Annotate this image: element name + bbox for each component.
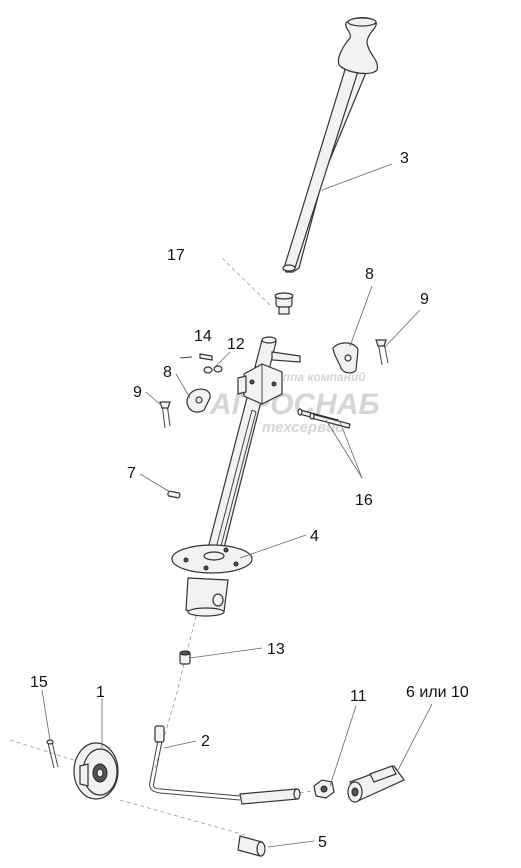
callout-16: 16 [355,492,373,509]
part-3-lever [282,17,379,273]
callout-3: 3 [400,150,409,167]
part-17-bushing [274,292,294,315]
part-15-pin [46,739,59,769]
part-4-column-assembly [171,336,301,617]
part-5-end-cap [237,835,266,857]
watermark: Группа компаний АГРОСНАБ техсервис [209,370,380,436]
callout-8-left: 8 [163,364,172,381]
callout-8-right: 8 [365,266,374,283]
part-13-bushing [179,650,191,665]
callout-7: 7 [127,465,136,482]
callout-11: 11 [350,688,367,705]
part-14-pin [179,353,213,361]
leader-lines [41,163,433,848]
part-16-pins [297,408,351,429]
callout-labels: 3 17 8 9 14 12 8 9 16 7 4 13 15 1 2 11 6… [30,150,469,851]
part-8-left-clip [186,388,211,413]
callout-2: 2 [201,733,210,750]
callout-12: 12 [227,336,245,353]
part-8-right-clip [332,342,359,374]
part-11-nut [313,779,335,799]
part-2-cable [149,725,301,805]
callout-14: 14 [194,328,212,345]
callout-1: 1 [96,684,105,701]
callout-5: 5 [318,834,327,851]
part-9-right-pin [375,339,389,366]
callout-17: 17 [167,247,185,264]
callout-4: 4 [310,528,319,545]
watermark-line2: АГРОСНАБ [209,388,380,421]
watermark-line3: техсервис [262,419,344,436]
part-12-washers [203,365,223,374]
callout-13: 13 [267,641,285,658]
callout-15: 15 [30,674,48,691]
callout-9-left: 9 [133,384,142,401]
part-7-roll-pin [167,490,181,499]
watermark-line1: Группа компаний [262,370,366,384]
callout-9-right: 9 [420,291,429,308]
part-1-pulley [73,742,119,800]
part-6-or-10-fork [347,765,405,803]
callout-6-or-10: 6 или 10 [406,684,469,701]
part-9-left-pin [159,401,171,429]
